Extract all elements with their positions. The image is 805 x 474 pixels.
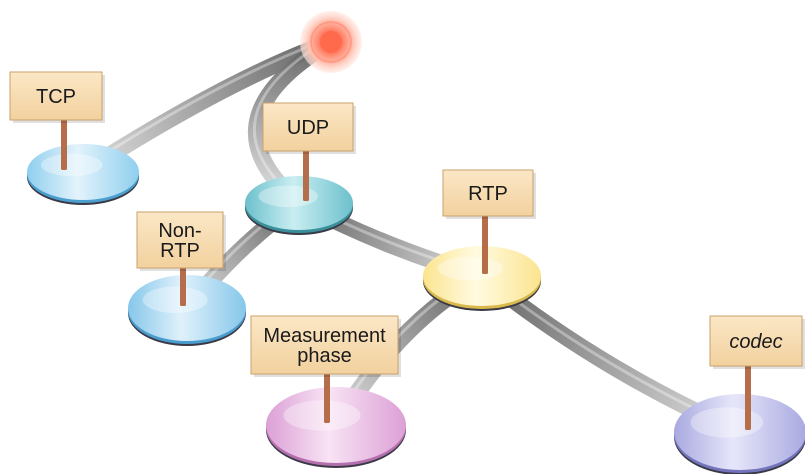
measurement-phase-label-line-1: Measurement xyxy=(263,325,386,347)
non-rtp-label-line-2: RTP xyxy=(160,240,200,262)
codec-label-line-1: codec xyxy=(729,331,782,353)
non-rtp-disc xyxy=(128,275,246,346)
root-node xyxy=(300,11,362,73)
node-non-rtp: Non-RTP xyxy=(128,211,246,346)
udp-sign: UDP xyxy=(262,102,356,154)
tcp-disc xyxy=(27,144,139,205)
non-rtp-post xyxy=(180,266,186,306)
codec-disc xyxy=(674,394,805,474)
node-codec: codec xyxy=(674,315,805,474)
tcp-post xyxy=(61,118,67,170)
codec-sign: codec xyxy=(709,315,805,369)
measurement-phase-disc xyxy=(266,387,406,468)
rtp-sign: RTP xyxy=(442,169,536,219)
node-udp: UDP xyxy=(245,102,356,235)
node-tcp: TCP xyxy=(9,71,139,205)
udp-post xyxy=(303,149,309,201)
rtp-label-line-1: RTP xyxy=(468,183,508,205)
udp-label-line-1: UDP xyxy=(287,117,329,139)
tcp-label-line-1: TCP xyxy=(36,86,76,108)
codec-post xyxy=(745,364,751,430)
rtp-post xyxy=(482,214,488,274)
root-node-layer xyxy=(300,11,362,73)
measurement-phase-label-line-2: phase xyxy=(297,345,352,367)
tcp-sign: TCP xyxy=(9,71,105,123)
non-rtp-sign: Non-RTP xyxy=(136,211,226,271)
measurement-phase-post xyxy=(324,372,330,423)
node-rtp: RTP xyxy=(423,169,541,311)
udp-disc xyxy=(245,176,353,235)
rtp-disc xyxy=(423,246,541,311)
non-rtp-label-line-1: Non- xyxy=(158,220,201,242)
